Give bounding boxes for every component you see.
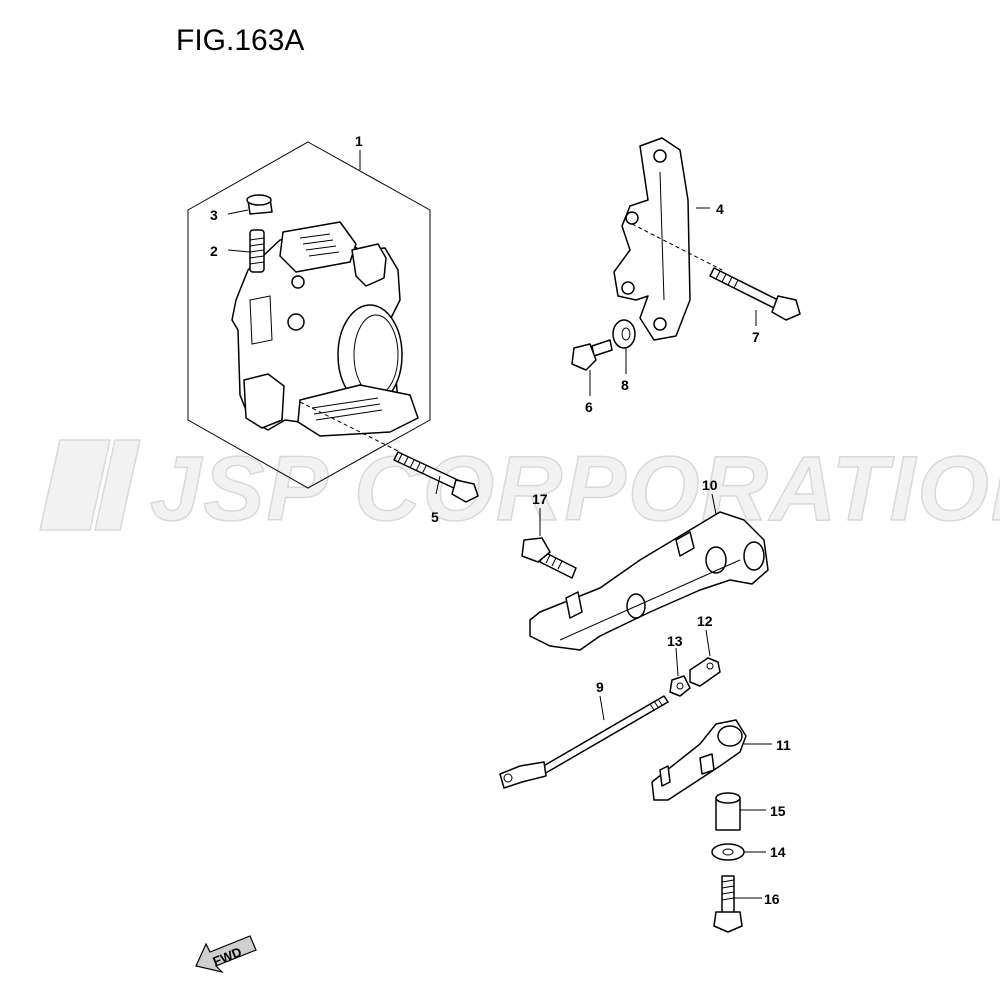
part-4-bracket bbox=[613, 137, 723, 341]
callout-1: 1 bbox=[355, 133, 363, 149]
callout-11: 11 bbox=[776, 737, 791, 753]
part-11-lever bbox=[651, 719, 747, 801]
callout-3: 3 bbox=[210, 207, 218, 223]
callout-2: 2 bbox=[210, 243, 218, 259]
part-2-adjust-screw bbox=[249, 229, 265, 273]
callout-17: 17 bbox=[532, 491, 548, 507]
callout-10: 10 bbox=[702, 477, 718, 493]
part-9-rod bbox=[499, 695, 669, 789]
callout-6: 6 bbox=[585, 399, 593, 415]
callout-12: 12 bbox=[697, 613, 713, 629]
leader-lines bbox=[227, 150, 772, 899]
throttle-body bbox=[231, 221, 419, 437]
callout-13: 13 bbox=[667, 633, 683, 649]
part-1-throttle-body-group bbox=[187, 141, 431, 489]
part-5-bolt bbox=[299, 401, 479, 503]
part-17-bolt bbox=[521, 537, 577, 579]
callout-15: 15 bbox=[770, 803, 786, 819]
assembly-hexagon-outline bbox=[187, 141, 431, 489]
part-13-nut bbox=[669, 675, 691, 697]
part-8-washer bbox=[612, 319, 636, 349]
callout-4: 4 bbox=[716, 201, 724, 217]
callouts: 1 2 3 4 5 6 7 8 9 10 11 12 13 14 15 16 1… bbox=[210, 133, 791, 907]
callout-16: 16 bbox=[764, 891, 780, 907]
callout-7: 7 bbox=[752, 329, 760, 345]
part-3-cap bbox=[246, 194, 273, 215]
callout-5: 5 bbox=[431, 509, 439, 525]
part-14-washer bbox=[711, 843, 745, 861]
watermark-logo-mark bbox=[39, 439, 141, 531]
part-7-bolt bbox=[709, 267, 801, 321]
fwd-arrow: FWD bbox=[195, 935, 257, 974]
callout-14: 14 bbox=[770, 844, 786, 860]
figure-title: FIG.163A bbox=[176, 24, 304, 57]
fwd-arrow-shape bbox=[195, 935, 257, 974]
part-12-rod-end bbox=[689, 657, 721, 687]
watermark: JSP CORPORATION bbox=[39, 437, 1000, 541]
watermark-text: JSP CORPORATION bbox=[150, 438, 1000, 540]
part-10-lever-bracket bbox=[529, 511, 769, 651]
part-6-bolt bbox=[571, 339, 613, 371]
part-15-bushing bbox=[715, 792, 741, 831]
callout-9: 9 bbox=[596, 679, 604, 695]
callout-8: 8 bbox=[621, 377, 629, 393]
fwd-label: FWD bbox=[211, 944, 244, 969]
part-16-bolt bbox=[713, 875, 743, 933]
